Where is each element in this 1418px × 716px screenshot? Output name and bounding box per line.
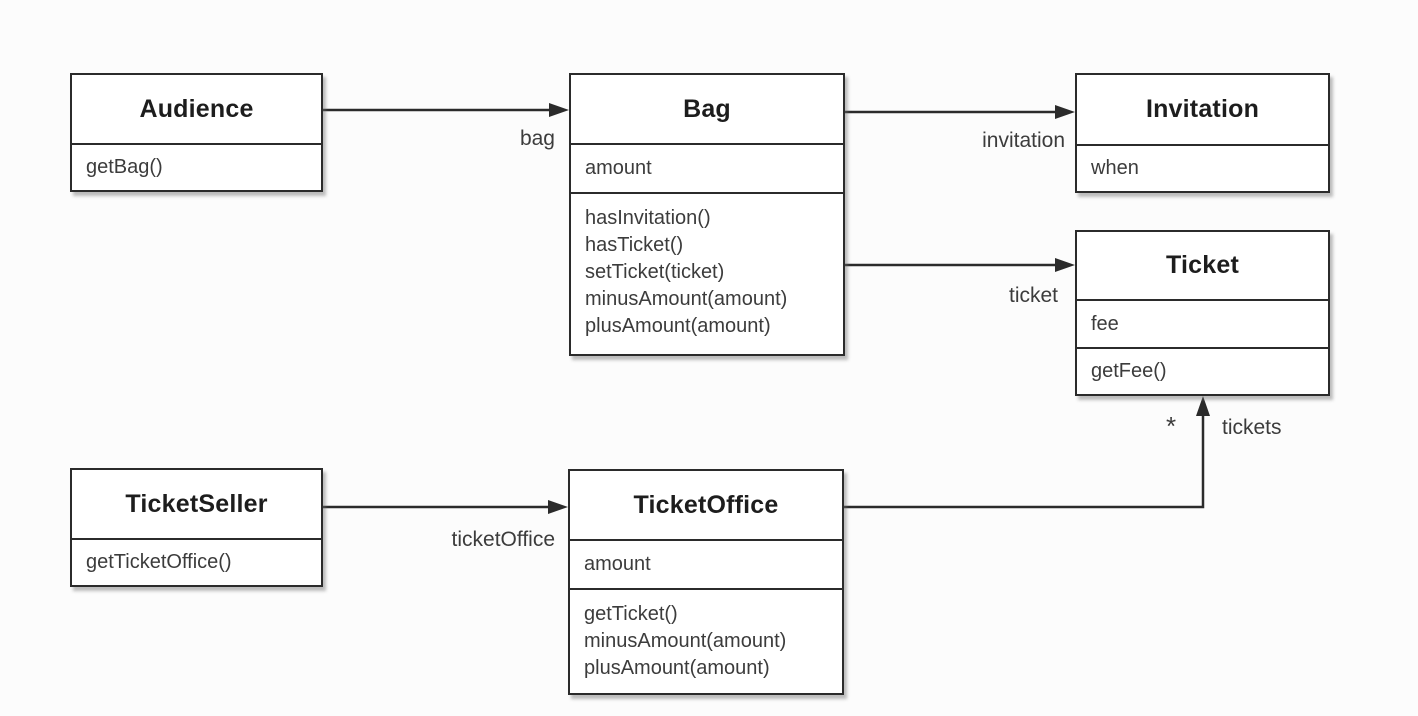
class-name-invitation: Invitation xyxy=(1145,95,1260,123)
method-plusamount-office: plusAmount(amount) xyxy=(584,657,770,679)
attribute-amount: amount xyxy=(585,157,652,179)
class-name-ticketoffice: TicketOffice xyxy=(633,490,779,519)
association-ticketseller-ticketoffice xyxy=(323,500,568,514)
attribute-when: when xyxy=(1091,157,1139,179)
association-bag-invitation xyxy=(845,105,1075,119)
class-box-bag: Bag amount hasInvitation() hasTicket() s… xyxy=(569,73,845,356)
method-setticket: setTicket(ticket) xyxy=(585,261,725,283)
method-hasinvitation: hasInvitation() xyxy=(585,207,711,229)
method-getticketoffice: getTicketOffice() xyxy=(86,551,232,573)
attribute-fee: fee xyxy=(1091,312,1119,335)
method-getticket: getTicket() xyxy=(584,603,678,625)
edge-label-tickets: tickets xyxy=(1222,416,1282,439)
method-minusamount-office: minusAmount(amount) xyxy=(584,630,787,652)
class-name-ticketseller: TicketSeller xyxy=(125,489,268,518)
edge-label-ticket: ticket xyxy=(1008,284,1058,307)
association-bag-ticket xyxy=(845,258,1075,272)
method-hasticket: hasTicket() xyxy=(585,234,684,256)
method-minusamount: minusAmount(amount) xyxy=(585,288,788,310)
class-box-invitation: Invitation when xyxy=(1075,73,1330,193)
association-audience-bag xyxy=(323,103,569,117)
edge-label-bag: bag xyxy=(519,127,555,150)
method-getfee: getFee() xyxy=(1091,360,1167,382)
class-name-bag: Bag xyxy=(683,94,731,123)
multiplicity-star: * xyxy=(1166,411,1177,441)
class-box-ticket: Ticket fee getFee() xyxy=(1075,230,1330,396)
class-name-audience: Audience xyxy=(139,94,254,123)
class-name-ticket: Ticket xyxy=(1165,251,1239,279)
edge-label-ticketoffice: ticketOffice xyxy=(451,528,555,551)
method-getbag: getBag() xyxy=(86,156,163,178)
method-plusamount: plusAmount(amount) xyxy=(585,315,771,337)
class-box-ticketoffice: TicketOffice amount getTicket() minusAmo… xyxy=(568,469,844,695)
attribute-amount-office: amount xyxy=(584,553,651,575)
class-box-ticketseller: TicketSeller getTicketOffice() xyxy=(70,468,323,587)
class-box-audience: Audience getBag() xyxy=(70,73,323,192)
edge-label-invitation: invitation xyxy=(982,129,1065,152)
association-ticketoffice-ticket xyxy=(844,396,1210,509)
